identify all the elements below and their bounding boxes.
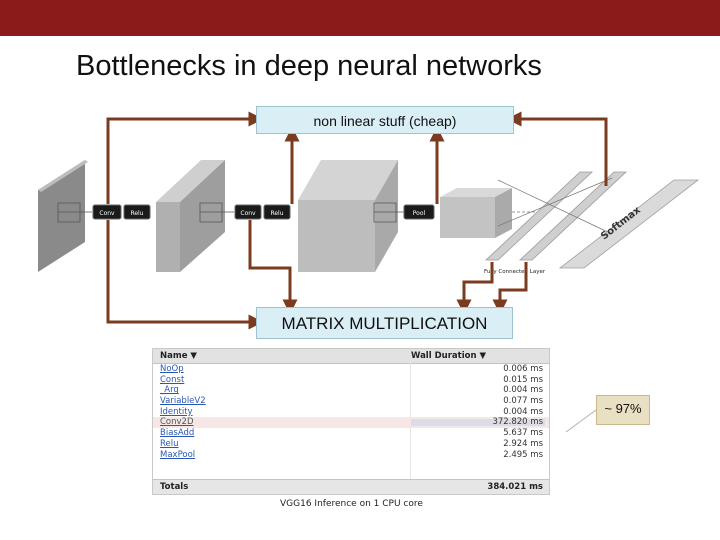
table-row: Relu 2.924 ms [153, 439, 549, 450]
op-label: Pool [413, 210, 426, 217]
op-label: Conv [99, 210, 115, 217]
totals-value: 384.021 ms [487, 482, 543, 492]
matrix-multiplication-box: MATRIX MULTIPLICATION [256, 307, 513, 339]
arrow-fc2-to-matrix [492, 262, 528, 315]
table-totals-row: Totals 384.021 ms [153, 479, 549, 494]
op-duration: 0.015 ms [503, 374, 543, 385]
arrow-relu1-to-nonlinear [106, 111, 264, 204]
op-name-link[interactable]: Identity [160, 406, 193, 417]
op-name-link[interactable]: Conv2D [160, 417, 194, 428]
table-row: BiasAdd 5.637 ms [153, 428, 549, 439]
op-duration: 5.637 ms [503, 428, 543, 439]
column-header-duration[interactable]: Wall Duration ▼ [411, 351, 486, 361]
title-bar [0, 0, 720, 36]
duration-bar [411, 419, 545, 427]
table-header: Name ▼ Wall Duration ▼ [153, 349, 549, 364]
totals-label: Totals [160, 482, 189, 492]
table-caption: VGG16 Inference on 1 CPU core [280, 499, 423, 509]
badge-pointer-line [565, 409, 597, 433]
op-duration: 0.006 ms [503, 364, 543, 374]
layer-4-volume [440, 188, 512, 238]
layer-2-volume [156, 160, 225, 272]
slide-title: Bottlenecks in deep neural networks [76, 50, 542, 82]
arrow-fc1-to-matrix [456, 262, 494, 315]
op-name-link[interactable]: Relu [160, 438, 179, 449]
table-row: NoOp 0.006 ms [153, 364, 549, 375]
op-duration: 0.077 ms [503, 396, 543, 407]
op-duration: 2.924 ms [503, 438, 543, 449]
op-name-link[interactable]: NoOp [160, 364, 184, 374]
op-duration: 0.004 ms [503, 385, 543, 396]
op-label: Relu [270, 210, 283, 217]
op-duration: 0.004 ms [503, 406, 543, 417]
op-conv-2: Conv [234, 204, 262, 220]
table-row: Const 0.015 ms [153, 375, 549, 386]
op-conv-1: Conv [92, 204, 122, 220]
profiler-table: Name ▼ Wall Duration ▼ NoOp 0.006 ms Cons… [152, 348, 550, 495]
op-name-link[interactable]: BiasAdd [160, 428, 195, 439]
percent-badge: ~ 97% [596, 395, 650, 425]
arrow-conv2-to-matrix [248, 220, 298, 315]
layer-1-volume [38, 160, 88, 272]
nonlinear-box: non linear stuff (cheap) [256, 106, 514, 134]
table-row: _Arg 0.004 ms [153, 385, 549, 396]
op-relu-2: Relu [263, 204, 291, 220]
op-duration: 2.495 ms [503, 449, 543, 460]
op-label: Conv [240, 210, 256, 217]
op-name-link[interactable]: MaxPool [160, 449, 196, 460]
column-header-name[interactable]: Name ▼ [160, 351, 197, 361]
layer-3-volume [298, 160, 398, 272]
fc-layer-label: Fully Connected Layer [484, 269, 546, 275]
op-name-link[interactable]: _Arg [160, 385, 179, 396]
arrow-conv1-to-matrix [106, 220, 264, 330]
op-relu-1: Relu [123, 204, 151, 220]
op-pool: Pool [403, 204, 435, 220]
table-row: VariableV2 0.077 ms [153, 396, 549, 407]
table-row: Identity 0.004 ms [153, 407, 549, 418]
op-label: Relu [130, 210, 143, 217]
op-connectors [57, 202, 404, 223]
table-row: MaxPool 2.495 ms [153, 450, 549, 461]
table-row-highlighted: Conv2D 372.820 ms [153, 417, 549, 429]
fully-connected-layers [484, 171, 628, 261]
op-duration: 372.820 ms [492, 417, 543, 428]
arrow-softmax-to-nonlinear [506, 111, 608, 186]
op-name-link[interactable]: VariableV2 [160, 396, 206, 407]
softmax-layer [558, 179, 700, 269]
op-name-link[interactable]: Const [160, 374, 185, 385]
connector-arrows [106, 111, 608, 330]
